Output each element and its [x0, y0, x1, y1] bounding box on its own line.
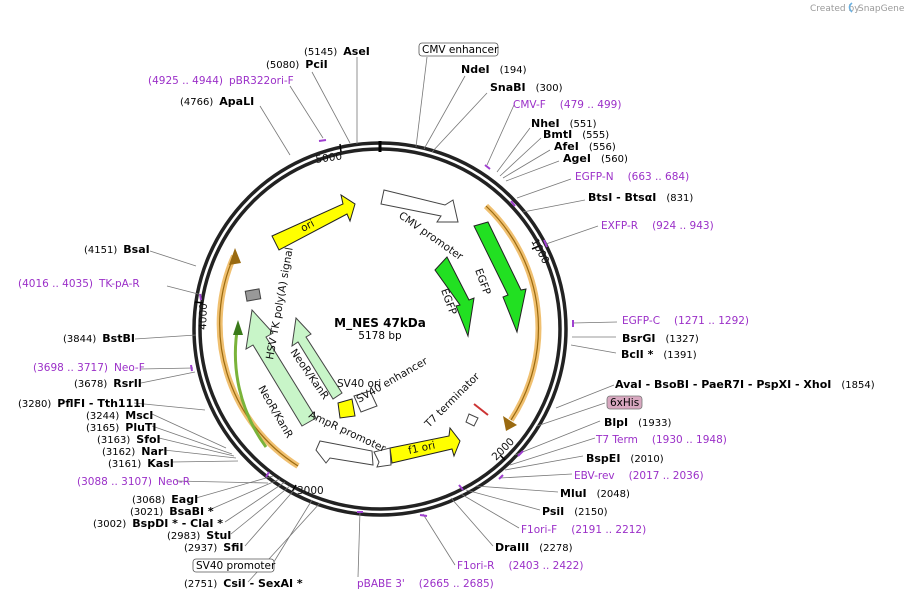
primer-pbr322ori-f: (4925 .. 4944)pBR322ori-F: [148, 75, 294, 87]
primer-marks: [190, 139, 574, 517]
feature-sv40-promoter-label: SV40 promoter: [196, 560, 276, 572]
feature-egfp-1: [473, 221, 527, 334]
site-psii: PsiI(2150): [542, 505, 608, 518]
site-agei: AgeI(560): [563, 152, 628, 165]
feature-cmv-promoter: [380, 189, 459, 223]
feature-t7-terminator: [465, 413, 479, 427]
label-sv40-ori: SV40 ori: [337, 378, 381, 390]
label-ori: ori: [299, 218, 317, 235]
feature-sv40-enhancer: [353, 390, 378, 413]
site-eagi: (3068)EagI: [132, 493, 198, 506]
neo-inner-arc: [233, 324, 268, 448]
site-nari: (3162)NarI: [102, 445, 167, 458]
primer-f1ori-r: F1ori-R(2403 .. 2422): [457, 560, 583, 572]
site-nhei: NheI(551): [531, 117, 597, 130]
site-ndei: NdeI(194): [461, 63, 527, 76]
primer-pbabe-3: pBABE 3'(2665 .. 2685): [357, 578, 494, 590]
primer-tk-pa-r: (4016 .. 4035)TK-pA-R: [18, 278, 140, 290]
site-avai: AvaI - BsoBI - PaeR7I - PspXI - XhoI(185…: [615, 378, 875, 391]
site-sfoi: (3163)SfoI: [97, 433, 161, 446]
tick-label-3000: 3000: [297, 485, 324, 497]
site-csii: (2751)CsiI - SexAI *: [184, 577, 303, 590]
primer-egfp-c: EGFP-C(1271 .. 1292): [622, 315, 749, 327]
site-bspei: BspEI(2010): [586, 452, 664, 465]
feature-cmv-enhancer-label: CMV enhancer: [422, 44, 499, 56]
site-pcii: (5080)PciI: [266, 58, 328, 71]
feature-neokanr-1: [245, 308, 317, 427]
primer-exfp-r: EXFP-R(924 .. 943): [601, 220, 714, 232]
tick-label-4000: 4000: [197, 303, 210, 330]
feature-sv40-ori: [337, 398, 356, 419]
feature-ampr-promoter: [373, 447, 392, 468]
label-hsv-tk-polya: HSV TK poly(A) signal: [264, 246, 296, 360]
primer-ebv-rev: EBV-rev(2017 .. 2036): [574, 470, 704, 482]
site-bstbi: (3844)BstBI: [63, 332, 135, 345]
primer-cmv-f: CMV-F(479 .. 499): [513, 99, 621, 111]
tick-label-5000: 5000: [315, 150, 343, 166]
primer-neo-f: (3698 .. 3717)Neo-F: [33, 362, 145, 374]
site-mlui: MluI(2048): [560, 487, 630, 500]
feature-f1-ori: [389, 426, 461, 464]
feature-ori: [271, 193, 356, 251]
primer-egfp-n: EGFP-N(663 .. 684): [575, 171, 689, 183]
site-sfii: (2937)SfiI: [184, 541, 243, 554]
plasmid-name: M_NES 47kDa: [334, 316, 426, 331]
credit-text: Created by: [810, 4, 860, 14]
feature-neokanr-2: [291, 316, 343, 400]
site-pluti: (3165)PluTI: [86, 421, 157, 434]
site-bsrgi: BsrGI(1327): [622, 332, 699, 345]
tick-5000: 5000: [315, 143, 343, 166]
tick-4000: 4000: [194, 301, 210, 330]
site-rsrii: (3678)RsrII: [74, 377, 142, 390]
feature-hsv-tk-polya: [244, 288, 262, 302]
site-stui: (2983)StuI: [167, 529, 231, 542]
site-snabi: SnaBI(300): [490, 81, 563, 94]
brand-text: SnapGene: [858, 4, 905, 14]
site-bsabi: (3021)BsaBI *: [130, 505, 214, 518]
primer-f1ori-f: F1ori-F(2191 .. 2212): [521, 524, 646, 536]
site-bcli: BclI *(1391): [621, 348, 697, 361]
site-bsai: (4151)BsaI: [84, 243, 150, 256]
leader-lines: [133, 56, 618, 583]
label-f1-ori: f1 ori: [407, 440, 436, 457]
site-kasi: (3161)KasI: [108, 457, 174, 470]
tick-3000: 3000: [291, 484, 324, 497]
site-blpi: BlpI(1933): [604, 416, 671, 429]
primer-t7-term: T7 Term(1930 .. 1948): [595, 434, 727, 446]
site-draiii: DraIII(2278): [495, 541, 573, 554]
feature-egfp-2: [434, 256, 475, 338]
primer-neo-r: (3088 .. 3107)Neo-R: [77, 476, 190, 488]
plasmid-length: 5178 bp: [358, 330, 402, 342]
site-btsi: BtsI - BtsαI(831): [588, 191, 693, 204]
site-bspdi: (3002)BspDI * - ClaI *: [93, 517, 223, 530]
site-apali: (4766)ApaLI: [180, 95, 254, 108]
site-labels: (5145)AseI (5080)PciI (4925 .. 4944)pBR3…: [18, 42, 875, 590]
label-egfp-1: EGFP: [472, 267, 493, 297]
site-afei: AfeI(556): [554, 140, 616, 153]
site-bmti: BmtI(555): [543, 128, 609, 141]
site-pflfi: (3280)PflFI - Tth111I: [18, 397, 145, 410]
site-msci: (3244)MscI: [86, 409, 153, 422]
feature-6xhis-label: 6xHis: [610, 397, 639, 409]
site-asei: (5145)AseI: [304, 45, 370, 58]
snapgene-logo: [848, 2, 853, 13]
feature-amp-box: [315, 440, 374, 466]
